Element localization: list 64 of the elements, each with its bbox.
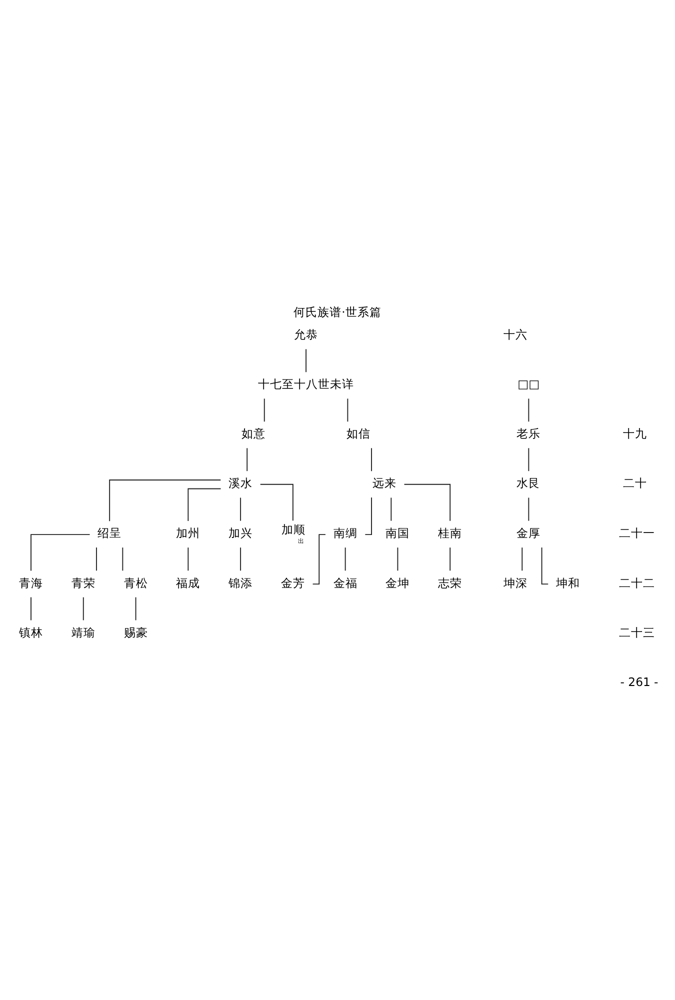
node-text: 青海 [18, 576, 43, 590]
label: 二十一 [619, 526, 656, 540]
node-text: 南国 [386, 526, 410, 540]
node-text: 南绸 [333, 526, 358, 540]
node-text: 绍呈 [98, 526, 122, 540]
connector [122, 547, 124, 572]
node-text: □□ [518, 377, 540, 392]
node-text: 赐豪 [124, 625, 148, 640]
connector [188, 547, 189, 572]
node-text: 远来 [372, 476, 397, 490]
node-text: 加顺 [281, 522, 306, 536]
node-text: 青荣 [71, 576, 96, 590]
node-text: 锦添 [228, 576, 253, 590]
diagram-title: 何氏族谱·世系篇 [294, 305, 382, 320]
connector [397, 547, 398, 572]
connector [260, 484, 294, 522]
connector [30, 596, 32, 621]
connector [528, 497, 530, 522]
node-text: 镇林 [18, 625, 43, 640]
node-text: 桂南 [438, 526, 462, 540]
connector [528, 398, 530, 422]
connector [246, 448, 248, 472]
node-text: 允恭 [294, 328, 318, 342]
node-text: 加兴 [228, 526, 253, 540]
node-text: 坤和 [556, 576, 580, 590]
node-text: 金福 [333, 576, 358, 590]
node-text: 金坤 [386, 576, 410, 590]
node-text: 靖瑜 [71, 625, 96, 640]
node-text: 福成 [176, 576, 200, 590]
connector [96, 547, 97, 572]
node-text: 志荣 [438, 576, 462, 590]
node-text: 金芳 [280, 576, 305, 590]
connector [347, 398, 348, 422]
node-text: 青松 [124, 576, 148, 590]
connector [240, 497, 242, 522]
node-text: 十七至十八世未详 [258, 377, 354, 392]
connector [344, 547, 346, 572]
connector [404, 484, 451, 522]
connector [371, 448, 372, 472]
connector [450, 547, 451, 572]
label: 二十三 [619, 625, 656, 640]
connector [188, 488, 222, 522]
connector [390, 497, 392, 522]
node-text: 老乐 [516, 426, 541, 441]
connector [109, 480, 222, 522]
node-text: 如信 [346, 426, 370, 441]
label: 十九 [622, 426, 647, 441]
connector [522, 547, 523, 572]
connector [528, 448, 530, 472]
label: - 261 - [620, 674, 658, 689]
node-text: 如意 [242, 426, 266, 441]
node-text: 水艮 [516, 476, 541, 490]
node-text: 加州 [176, 526, 200, 540]
label: 二十 [622, 476, 647, 490]
node-text: 坤深 [504, 576, 528, 590]
label: 十六 [504, 328, 528, 342]
connector [240, 547, 242, 572]
connector [82, 596, 84, 621]
connector [264, 398, 265, 422]
connector [30, 534, 90, 572]
connector [135, 596, 136, 621]
label: 二十二 [619, 576, 656, 590]
node-text: 金厚 [516, 526, 541, 540]
node-text: 溪水 [228, 476, 253, 490]
